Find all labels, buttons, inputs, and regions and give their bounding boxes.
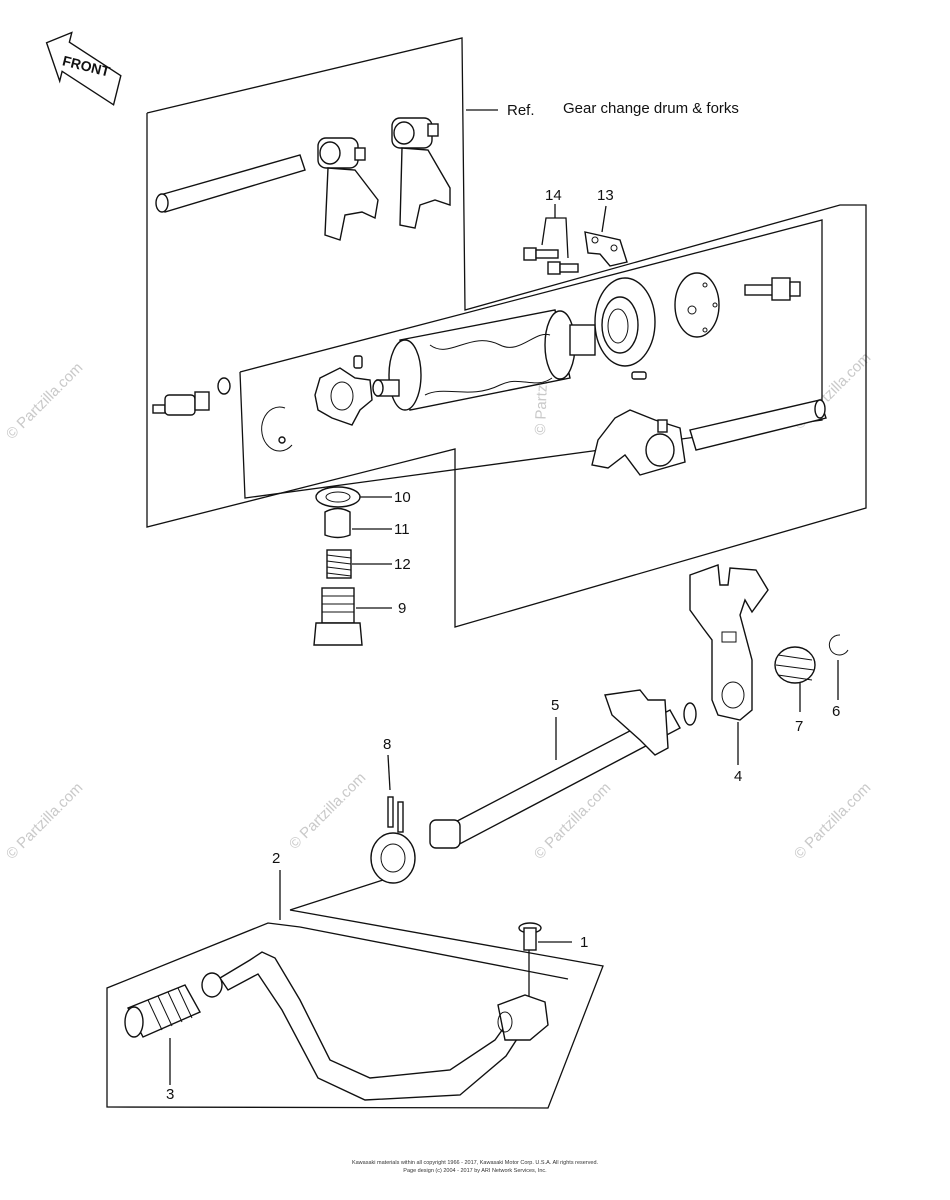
drum-pin-upper <box>353 355 363 369</box>
neutral-switch <box>152 377 231 416</box>
shift-fork-upper-left <box>317 137 379 241</box>
callout-1: 1 <box>580 934 588 951</box>
callout-3: 3 <box>166 1086 174 1103</box>
callout-7: 7 <box>795 718 803 735</box>
pedal-panel-outline <box>106 879 604 1109</box>
callout-2: 2 <box>272 850 280 867</box>
gear-change-drum <box>372 309 596 411</box>
ref-label: Ref. <box>507 102 535 119</box>
callout-8: 8 <box>383 736 391 753</box>
callout-13: 13 <box>597 187 614 204</box>
copyright-line-2: Page design (c) 2004 - 2017 by ARI Netwo… <box>403 1168 547 1174</box>
watermark-left: © Partzilla.com <box>3 359 86 442</box>
clamp-bolt-1 <box>518 922 542 951</box>
return-spring-7 <box>774 646 816 684</box>
bolt-14-a <box>523 247 559 261</box>
watermark-left-lower: © Partzilla.com <box>3 779 86 862</box>
circlip <box>261 406 293 452</box>
shift-fork-upper-right <box>391 117 451 229</box>
collar-8 <box>370 796 416 884</box>
watermark-center: © Partzilla.com <box>286 769 369 852</box>
positioning-plate-13 <box>584 231 628 267</box>
drum-pin-lower <box>631 371 647 380</box>
callout-6: 6 <box>832 703 840 720</box>
detent-spring-12 <box>326 549 352 579</box>
detent-pin-11 <box>324 507 351 539</box>
drum-cam-plate <box>314 367 373 426</box>
callout-11: 11 <box>394 521 410 538</box>
ref-title: Gear change drum & forks <box>563 100 739 117</box>
front-arrow-icon: FRONT <box>45 31 122 106</box>
shift-fork-lower <box>591 409 686 476</box>
callout-12: 12 <box>394 556 411 573</box>
callout-9: 9 <box>398 600 406 617</box>
callout-4: 4 <box>734 768 742 785</box>
ref-panel-outline <box>146 37 867 628</box>
shift-shaft-5 <box>429 689 697 849</box>
detent-bolt-9 <box>313 587 363 646</box>
fork-shaft-upper <box>155 154 306 213</box>
pin-plate <box>674 272 720 338</box>
neutral-switch-bolt <box>744 277 801 301</box>
callout-10: 10 <box>394 489 411 506</box>
copyright-line-1: Kawasaki materials within all copyright … <box>352 1160 599 1166</box>
shift-pedal-2 <box>201 951 549 1101</box>
callout-14: 14 <box>545 187 562 204</box>
watermark-right-lower: © Partzilla.com <box>791 779 874 862</box>
drum-bearing <box>594 277 656 367</box>
circlip-6 <box>828 634 849 656</box>
callout-5: 5 <box>551 697 559 714</box>
pedal-rubber-3 <box>124 984 201 1038</box>
washer-10 <box>315 486 361 508</box>
fork-shaft-lower <box>689 399 827 451</box>
bolt-14-b <box>547 261 579 275</box>
shift-mechanism-arm-4 <box>689 564 769 721</box>
